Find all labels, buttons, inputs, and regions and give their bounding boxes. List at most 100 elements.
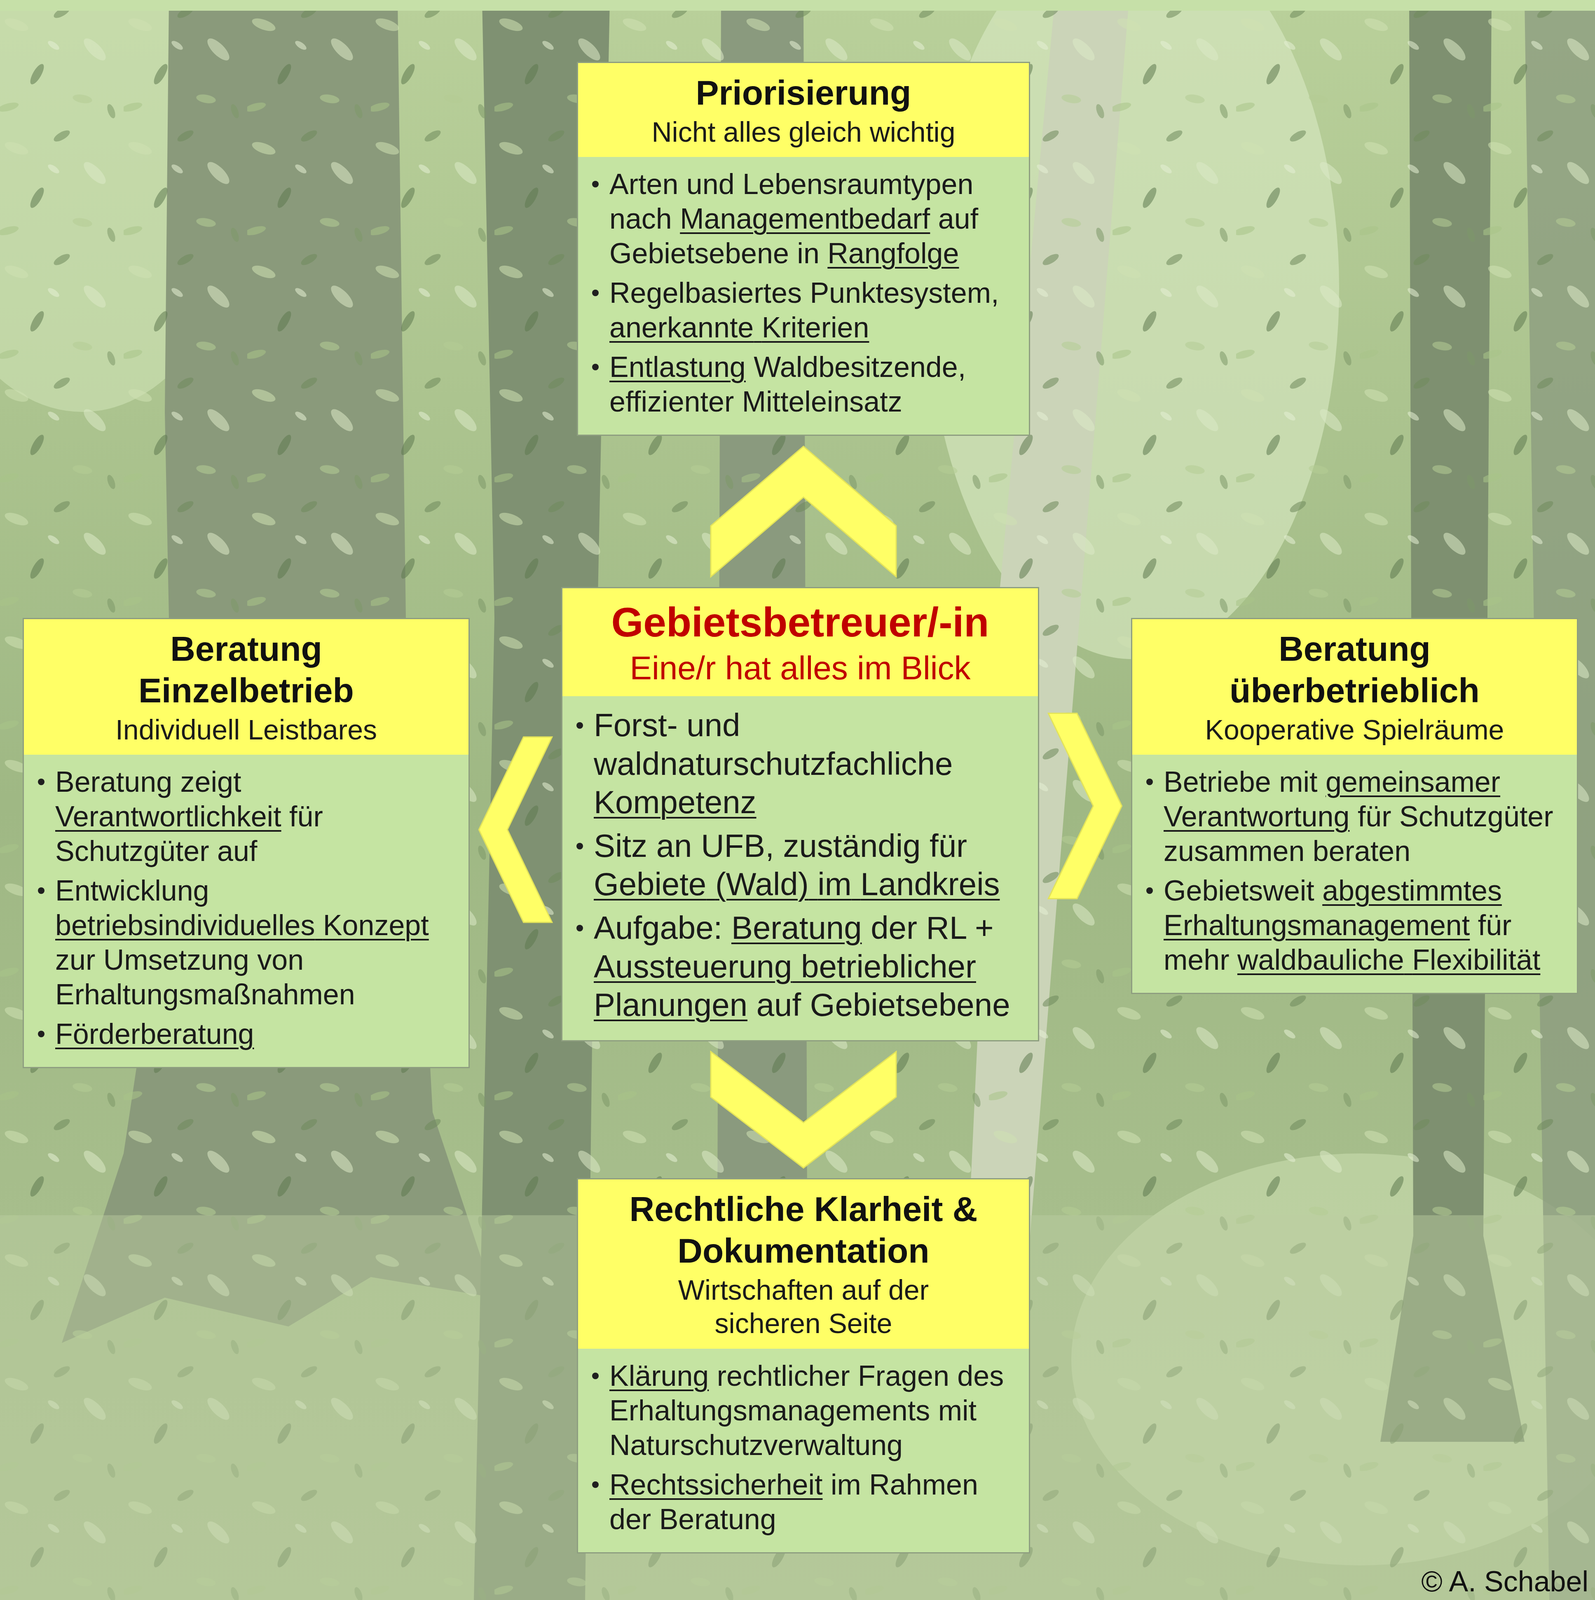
chevron-arrow [1048, 713, 1122, 900]
bullet-text: Regelbasiertes Punktesystem, anerkannte … [609, 275, 1020, 345]
text-run: Rahmen [868, 1468, 979, 1502]
text-run: Betriebe [1163, 765, 1272, 799]
bullet-dot [37, 778, 45, 786]
text-run: des [957, 1360, 1004, 1393]
text-run [1349, 800, 1358, 833]
bullet-item: Forst- und waldnaturschutzfachliche Komp… [568, 706, 1029, 823]
bullet-dot [1146, 887, 1153, 895]
bullet-dot [37, 1030, 45, 1038]
text-run: Planungen [593, 986, 748, 1024]
text-run: mehr [1163, 943, 1230, 977]
text-run [1404, 943, 1413, 977]
text-run: Waldbesitzende, [753, 351, 966, 384]
text-run [791, 948, 802, 985]
text-run: waldbauliche [1237, 943, 1405, 977]
bullet-text: Betriebe mit gemeinsamer Verantwortung f… [1163, 764, 1568, 869]
bullet-text: Klärung rechtlicher Fragen des Erhaltung… [609, 1358, 1020, 1463]
bullet-text: Förderberatung [55, 1016, 460, 1052]
text-run: (Wald) [715, 866, 809, 903]
text-run: im [830, 1468, 862, 1502]
text-run [965, 909, 975, 947]
text-run [850, 1360, 858, 1393]
text-run [647, 827, 657, 865]
text-run: Forst- [593, 707, 678, 744]
text-run: mit [1278, 765, 1318, 799]
bullet-text: Forst- und waldnaturschutzfachliche Komp… [593, 706, 1029, 823]
text-run [95, 943, 104, 977]
box-header: Rechtliche Klarheit & DokumentationWirts… [578, 1179, 1029, 1350]
bullet-item: Klärung rechtlicher Fragen des Erhaltung… [583, 1358, 1020, 1463]
bullet-text: Arten und Lebensraumtypen nach Managemen… [609, 166, 1020, 271]
bullet-item: Aufgabe: Beratung der RL + Aussteuerung … [568, 908, 1029, 1025]
box-header: Beratung EinzelbetriebIndividuell Leistb… [23, 619, 469, 755]
box-subheading: Kooperative Spielräume [1144, 713, 1565, 748]
text-run [801, 276, 810, 310]
text-run: Gebiete [593, 866, 707, 903]
text-run: der [609, 1503, 652, 1536]
box-body: Arten und Lebensraumtypen nach Managemen… [578, 156, 1029, 435]
bullet-item: Arten und Lebensraumtypen nach Managemen… [583, 166, 1020, 271]
box-header: PriorisierungNicht alles gleich wichtig [578, 63, 1029, 157]
text-run: Rangfolge [827, 237, 959, 270]
text-run: von [257, 943, 304, 977]
text-run: Gebietsebene [810, 986, 1011, 1024]
text-run [808, 866, 818, 903]
text-run [745, 351, 754, 384]
text-run [851, 866, 861, 903]
bullet-dot [1146, 778, 1153, 786]
text-run: UFB, [700, 827, 775, 865]
text-run: Landkreis [860, 866, 1000, 903]
text-run [651, 1503, 659, 1536]
text-run: Erhaltungsmaßnahmen [55, 978, 356, 1011]
text-run: betrieblicher [801, 948, 977, 985]
text-run: der [870, 909, 918, 947]
box-header: Beratung überbetrieblichKooperative Spie… [1132, 619, 1577, 755]
text-run [801, 986, 811, 1024]
text-run [678, 168, 687, 201]
text-run: Flexibilität [1412, 943, 1541, 977]
bullet-text: Entwicklung betriebsindividuelles Konzep… [55, 873, 460, 1012]
text-run: Arten [609, 168, 679, 201]
text-run: Rechtssicherheit [609, 1468, 823, 1502]
bullet-dot [576, 925, 584, 932]
bullet-text: Beratung zeigt Verantwortlichkeit für Sc… [55, 764, 460, 869]
text-run [672, 202, 680, 235]
text-run [861, 909, 872, 947]
box-heading: Beratung überbetrieblich [1198, 628, 1512, 712]
text-run: Sitz [593, 827, 648, 865]
text-run [722, 909, 732, 947]
box-subheading: Individuell Leistbares [36, 713, 457, 748]
text-run: Mitteleinsatz [742, 385, 903, 418]
text-run [920, 827, 930, 865]
box-heading: Priorisierung [589, 72, 1018, 114]
bullet-text: Rechtssicherheit im Rahmen der Beratung [609, 1467, 1020, 1537]
bullet-dot [37, 887, 45, 895]
text-run: Gebietsweit [1163, 874, 1315, 907]
text-run [209, 835, 218, 868]
text-run: für [929, 827, 968, 865]
box-heading: Beratung Einzelbetrieb [89, 628, 403, 712]
chevron-arrow [478, 737, 553, 923]
text-run: Kompetenz [593, 784, 757, 821]
text-run: zusammen [1163, 835, 1305, 868]
bullet-item: Entwicklung betriebsindividuelles Konzep… [29, 873, 460, 1012]
text-run: Kriterien [761, 311, 870, 344]
text-run: Erhaltungsmanagement [1163, 909, 1470, 942]
text-run: auf [756, 986, 802, 1024]
text-run [314, 909, 323, 942]
chevron-arrow [710, 1051, 897, 1169]
text-run: betriebsindividuelles [55, 909, 315, 942]
text-run [733, 385, 742, 418]
bullet-text: Sitz an UFB, zuständig für Gebiete (Wald… [593, 826, 1029, 905]
text-run [861, 1468, 869, 1502]
text-run: rechtlicher [716, 1360, 851, 1393]
bullet-dot [592, 363, 599, 371]
text-run: Schutzgüter [1399, 800, 1554, 833]
chevron-arrow [710, 446, 897, 577]
text-run: effizienter [609, 385, 734, 418]
box-body: Beratung zeigt Verantwortlichkeit für Sc… [23, 754, 469, 1068]
text-run [172, 765, 181, 799]
text-run: Förderberatung [55, 1018, 255, 1051]
